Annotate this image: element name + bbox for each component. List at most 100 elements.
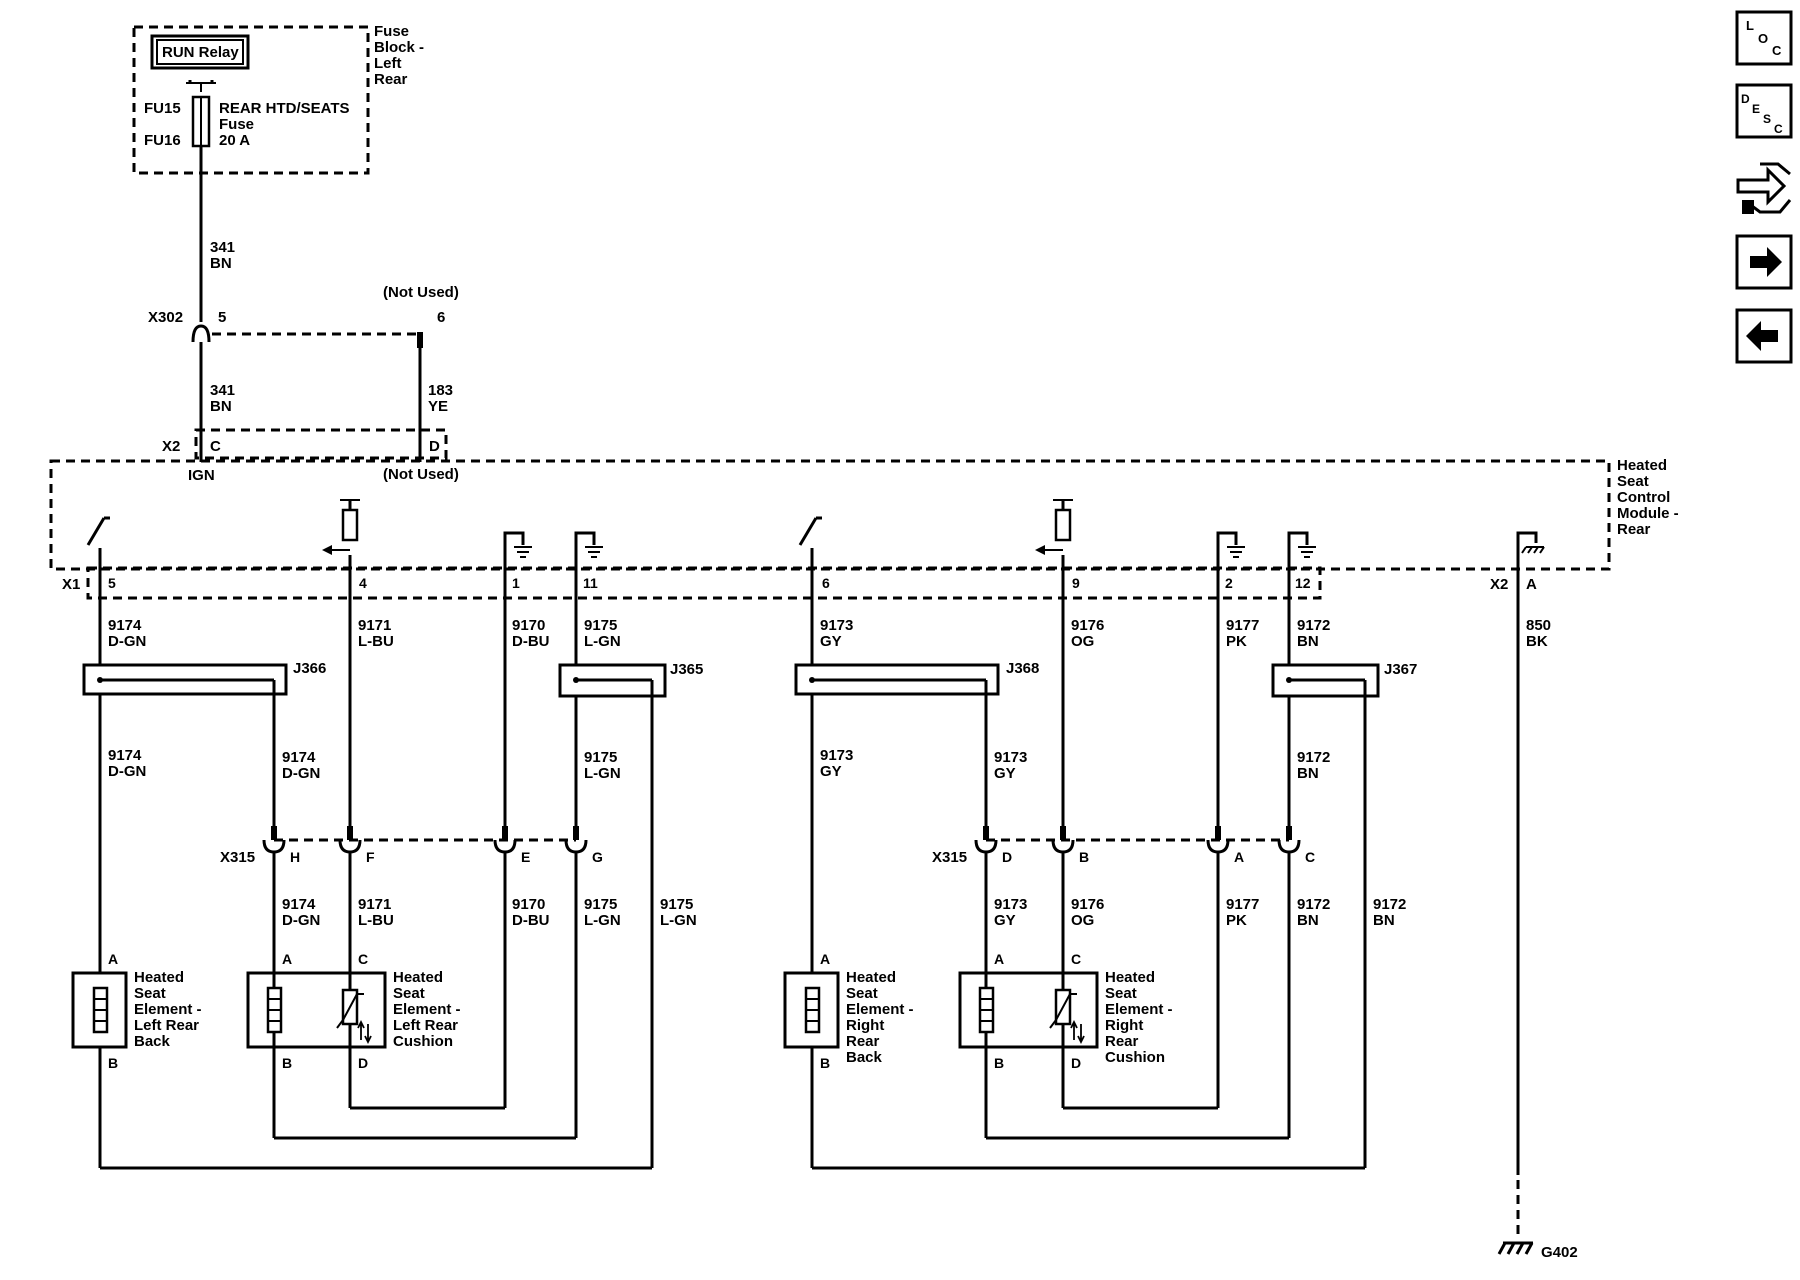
label-9174-upper-color: D-GN: [108, 633, 146, 650]
internal-ground-5: [1516, 531, 1545, 610]
label-9174-mid-b-number: 9174: [282, 749, 316, 766]
fuse-block-title-2: Block -: [374, 39, 424, 56]
x315-left-connector: X315 H F E G: [220, 826, 603, 866]
x315-pin-a: A: [1234, 849, 1244, 865]
splice-j366: J366: [82, 660, 326, 836]
label-9172-lower-a-number: 9172: [1297, 896, 1330, 913]
x302-label: X302: [148, 309, 183, 326]
label-9170-lower-number: 9170: [512, 896, 545, 913]
svg-text:C: C: [1772, 43, 1782, 58]
x315-left-label: X315: [220, 849, 255, 866]
label-9171-lower-number: 9171: [358, 896, 391, 913]
module-not-used-label: (Not Used): [383, 466, 459, 483]
previous-button[interactable]: [1735, 308, 1793, 364]
element-right-rear-cushion: A C B D Heated Seat Element - Right Rear…: [958, 951, 1173, 1071]
splice-j367: J367: [1271, 661, 1417, 1168]
run-relay-box: [150, 34, 250, 70]
lr-back-pin-b: B: [108, 1055, 118, 1071]
x315-right-label: X315: [932, 849, 967, 866]
rr-back-pin-a: A: [820, 951, 830, 967]
x302-not-used: (Not Used): [383, 284, 459, 301]
module-title-2: Seat: [1617, 473, 1649, 490]
module-ign-label: IGN: [188, 467, 215, 484]
fuse-block-outline: [132, 25, 370, 175]
label-9177-upper-color: PK: [1226, 633, 1247, 650]
run-relay-label: RUN Relay: [162, 44, 239, 61]
wire-183-number: 183: [428, 382, 453, 399]
label-9175-upper-color: L-GN: [584, 633, 621, 650]
label-9172-mid-color: BN: [1297, 765, 1319, 782]
desc-icon: D E S C: [1741, 92, 1783, 136]
label-9172-lower-b-number: 9172: [1373, 896, 1406, 913]
x1-pin-2: 2: [1225, 575, 1233, 591]
label-9174-upper-number: 9174: [108, 617, 142, 634]
next-arrow-icon: [1750, 247, 1782, 277]
internal-ground-2: [574, 531, 603, 610]
heated-seat-control-module: X2 C D IGN (Not Used) X1 X2 A Heated Sea…: [49, 428, 1679, 610]
lr-cushion-title-1: Heated: [393, 969, 443, 986]
lr-cushion-title-5: Cushion: [393, 1033, 453, 1050]
x315-pin-f: F: [366, 849, 375, 865]
rr-back-title-2: Seat: [846, 985, 878, 1002]
rr-cushion-title-3: Element -: [1105, 1001, 1173, 1018]
rr-cushion-pin-b: B: [994, 1055, 1004, 1071]
x1-pin-6: 6: [822, 575, 830, 591]
label-9171-lower-color: L-BU: [358, 912, 394, 929]
previous-arrow-icon: [1746, 321, 1778, 351]
label-9172-lower-b-color: BN: [1373, 912, 1395, 929]
lr-cushion-title-2: Seat: [393, 985, 425, 1002]
label-850-number: 850: [1526, 617, 1551, 634]
x1-pin-12: 12: [1295, 575, 1311, 591]
rr-back-title-1: Heated: [846, 969, 896, 986]
rr-cushion-pin-a: A: [994, 951, 1004, 967]
label-9173-lower-number: 9173: [994, 896, 1027, 913]
svg-text:C: C: [1774, 122, 1783, 136]
wire-341-lower-color: BN: [210, 398, 232, 415]
lr-back-pin-a: A: [108, 951, 118, 967]
label-9175-lower-b-number: 9175: [660, 896, 693, 913]
next-button[interactable]: [1735, 234, 1793, 290]
x1-pin-11: 11: [583, 575, 598, 591]
sensor-resistor-left: [322, 499, 360, 555]
label-9172-upper-color: BN: [1297, 633, 1319, 650]
label-9173-upper-number: 9173: [820, 617, 853, 634]
label-9175-lower-a-number: 9175: [584, 896, 617, 913]
label-9177-upper-number: 9177: [1226, 617, 1259, 634]
label-9177-lower-color: PK: [1226, 912, 1247, 929]
loc-button[interactable]: L O C: [1735, 10, 1793, 66]
label-9172-upper-number: 9172: [1297, 617, 1330, 634]
lr-cushion-pin-a: A: [282, 951, 292, 967]
x1-pin-5: 5: [108, 575, 116, 591]
connector-button[interactable]: [1736, 162, 1792, 214]
lr-back-title-4: Left Rear: [134, 1017, 199, 1034]
label-9175-lower-b-color: L-GN: [660, 912, 697, 929]
svg-text:S: S: [1763, 112, 1771, 126]
module-title-4: Module -: [1617, 505, 1679, 522]
x1-pin-4: 4: [359, 575, 367, 591]
lr-back-title-2: Seat: [134, 985, 166, 1002]
rr-cushion-title-6: Cushion: [1105, 1049, 1165, 1066]
label-9171-upper-number: 9171: [358, 617, 391, 634]
switch-left: [86, 516, 110, 546]
lr-cushion-pin-d: D: [358, 1055, 368, 1071]
label-9174-mid-a-number: 9174: [108, 747, 142, 764]
x315-right-connector: X315 D B A C: [932, 826, 1315, 866]
rr-cushion-title-4: Right: [1105, 1017, 1143, 1034]
desc-button[interactable]: D E S C: [1735, 83, 1793, 139]
label-9174-mid-b-color: D-GN: [282, 765, 320, 782]
label-9171-upper-color: L-BU: [358, 633, 394, 650]
label-9176-upper-color: OG: [1071, 633, 1094, 650]
label-9170-upper-color: D-BU: [512, 633, 550, 650]
label-9176-lower-color: OG: [1071, 912, 1094, 929]
connector-icon: [1736, 162, 1792, 214]
fuse-word-label: Fuse: [219, 116, 254, 133]
x315-pin-d: D: [1002, 849, 1012, 865]
module-outline: [49, 459, 1611, 571]
x1-pin-1: 1: [512, 575, 520, 591]
fuse-block-title-4: Rear: [374, 71, 408, 88]
label-9175-upper-number: 9175: [584, 617, 617, 634]
label-9173-mid-a-color: GY: [820, 763, 842, 780]
fuse-rating-label: 20 A: [219, 132, 250, 149]
rr-back-title-3: Element -: [846, 1001, 914, 1018]
